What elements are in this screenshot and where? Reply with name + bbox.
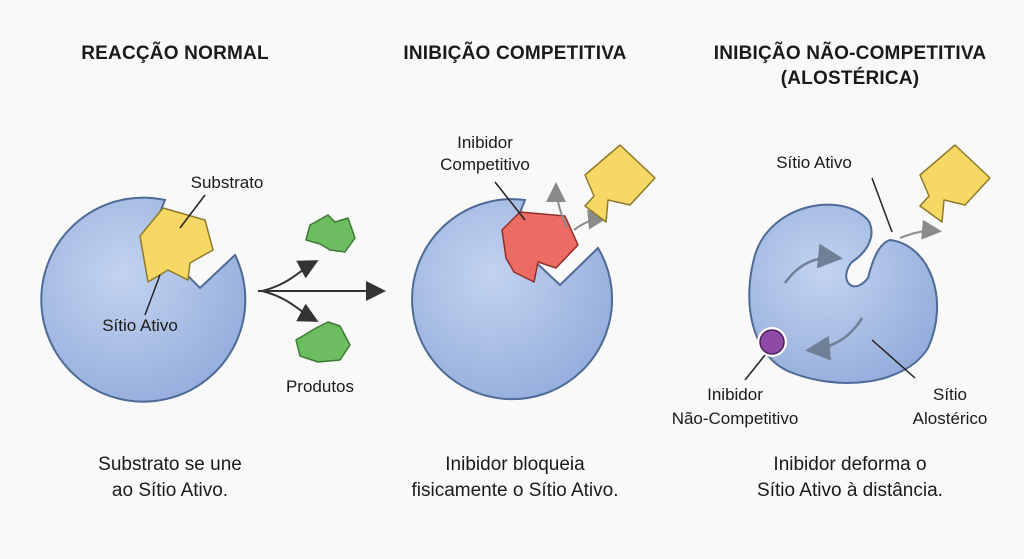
allosteric-site-label-line2: Alostérico	[912, 409, 988, 428]
active-site-pointer	[144, 274, 161, 316]
substrate-normal	[139, 207, 214, 283]
noncompetitive-inhibitor	[757, 327, 787, 357]
panel1-caption-line2: ao Sítio Ativo.	[111, 480, 229, 501]
substrate-label: Substrato	[190, 173, 264, 192]
product-top	[305, 214, 356, 253]
allosteric-site-pointer	[871, 339, 916, 379]
product-bottom	[295, 321, 351, 363]
competitive-inhibitor	[501, 211, 579, 283]
active-site-pointer-3	[871, 177, 893, 233]
substrate-displaced-3	[919, 144, 991, 223]
noncompetitive-inhibitor-label-line2: Não-Competitivo	[671, 409, 799, 428]
competitive-inhibitor-label-line2: Competitivo	[440, 155, 530, 174]
substrate-pointer	[179, 194, 206, 229]
panel3-caption-line2: Sítio Ativo à distância.	[757, 480, 943, 501]
allosteric-site-label-line1: Sítio	[932, 385, 968, 404]
panel2-caption-line2: fisicamente o Sítio Ativo.	[411, 480, 619, 501]
competitive-inhibitor-pointer	[494, 181, 526, 221]
noncompetitive-inhibitor-label-line1: Inibidor	[707, 385, 763, 404]
panel3-caption-line1: Inibidor deforma o	[773, 454, 927, 475]
panel3-title-line2: (ALOSTÉRICA)	[780, 68, 920, 89]
enzyme-competitive	[411, 198, 613, 401]
panel1-caption-line1: Substrato se une	[98, 454, 242, 475]
active-site-label: Sítio Ativo	[102, 316, 178, 335]
panel1-title: REACÇÃO NORMAL	[81, 43, 269, 64]
panel2-title: INIBIÇÃO COMPETITIVA	[403, 43, 627, 64]
panel2-caption-line1: Inibidor bloqueia	[445, 454, 585, 475]
enzyme-normal	[40, 196, 247, 403]
panel3-title-line1: INIBIÇÃO NÃO-COMPETITIVA	[713, 43, 987, 64]
products-label: Produtos	[285, 377, 355, 396]
active-site-label-3: Sítio Ativo	[776, 153, 852, 172]
competitive-inhibitor-label-line1: Inibidor	[457, 133, 513, 152]
enzyme-allosteric	[748, 203, 939, 384]
reaction-arrows	[258, 260, 386, 322]
substrate-displaced-2	[584, 144, 656, 223]
noncompetitive-pointer	[744, 354, 766, 381]
conformational-change-arrows	[783, 243, 864, 361]
substrate-rejected-arrow	[899, 219, 942, 240]
